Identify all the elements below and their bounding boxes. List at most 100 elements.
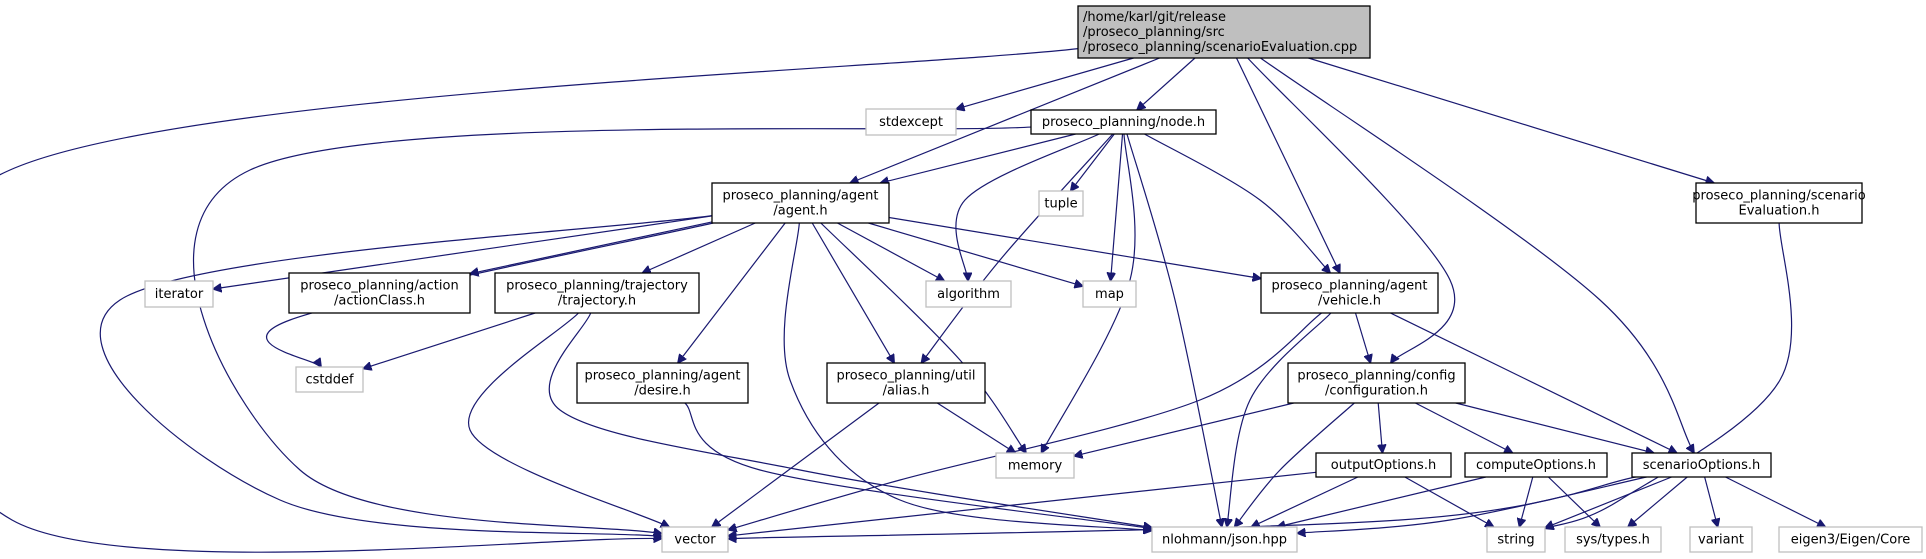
node-box-actionClass_h [288, 272, 471, 314]
node-label-trajectory_h-1: /trajectory.h [558, 294, 636, 309]
node-scenarioOptions_h[interactable]: scenarioOptions.h [1631, 452, 1772, 478]
edge-vehicle_h-to-vector [728, 312, 1322, 530]
edge-root-to-vector [0, 48, 1079, 553]
node-label-root-1: /proseco_planning/src [1083, 25, 1225, 40]
edge-node_h-to-vehicle_h [1144, 133, 1331, 273]
node-box-scenarioOptions_h [1631, 452, 1772, 478]
node-label-map-0: map [1095, 287, 1124, 302]
node-box-string [1486, 526, 1546, 553]
node-label-node_h-0: proseco_planning/node.h [1042, 115, 1205, 130]
node-box-outputOptions_h [1315, 452, 1452, 478]
node-label-scenarioEval_h-1: Evaluation.h [1739, 204, 1820, 219]
edge-vehicle_h-to-scenarioOptions_h [1390, 312, 1677, 453]
edge-root-to-scenarioEval_h [1308, 57, 1714, 183]
node-iterator: iterator [144, 280, 214, 308]
edge-root-to-stdexcept [956, 57, 1134, 109]
edge-agent_h-to-algorithm [837, 222, 944, 281]
edge-desire_h-to-json [684, 402, 1152, 529]
edge-computeOptions_h-to-string [1519, 476, 1534, 527]
edge-agent_h-to-actionClass_h [470, 221, 713, 274]
edge-scenarioOptions_h-to-eigen [1725, 476, 1826, 527]
node-outputOptions_h[interactable]: outputOptions.h [1315, 452, 1452, 478]
node-vehicle_h[interactable]: proseco_planning/agent/vehicle.h [1260, 272, 1439, 314]
node-label-memory-0: memory [1008, 459, 1063, 474]
node-box-cstddef [295, 366, 364, 393]
edge-vehicle_h-to-configuration_h [1354, 312, 1371, 363]
node-label-json-0: nlohmann/json.hpp [1162, 533, 1287, 548]
node-label-root-0: /home/karl/git/release [1083, 10, 1226, 25]
edge-node_h-to-tuple [1071, 133, 1115, 191]
node-box-node_h [1030, 109, 1217, 135]
node-box-iterator [144, 280, 214, 308]
node-trajectory_h[interactable]: proseco_planning/trajectory/trajectory.h [494, 272, 700, 314]
node-desire_h[interactable]: proseco_planning/agent/desire.h [576, 362, 749, 404]
edge-node_h-to-agent_h [880, 133, 1076, 183]
edge-root-to-vehicle_h [1235, 57, 1340, 273]
edge-root-to-node_h [1137, 57, 1196, 110]
edge-agent_h-to-vector [99, 215, 713, 537]
node-label-computeOptions_h-0: computeOptions.h [1476, 458, 1596, 473]
node-label-cstddef-0: cstddef [305, 373, 354, 388]
edge-scenarioOptions_h-to-systypes [1628, 476, 1688, 527]
edge-node_h-to-memory [1041, 133, 1136, 453]
node-box-stdexcept [865, 108, 957, 136]
node-algorithm: algorithm [925, 280, 1012, 308]
node-root[interactable]: /home/karl/git/release/proseco_planning/… [1077, 5, 1371, 59]
node-systypes: sys/types.h [1564, 526, 1662, 553]
node-box-map [1082, 280, 1137, 308]
node-label-trajectory_h-0: proseco_planning/trajectory [506, 279, 688, 294]
node-box-vehicle_h [1260, 272, 1439, 314]
edge-agent_h-to-alias_h [811, 222, 894, 363]
node-box-configuration_h [1287, 362, 1466, 404]
node-box-root [1077, 5, 1371, 59]
node-label-systypes-0: sys/types.h [1576, 533, 1650, 548]
edge-outputOptions_h-to-vector [728, 471, 1317, 536]
node-label-desire_h-1: /desire.h [634, 384, 690, 399]
node-label-alias_h-0: proseco_planning/util [837, 369, 976, 384]
edge-agent_h-to-desire_h [678, 222, 786, 363]
edge-scenarioOptions_h-to-json [1297, 476, 1647, 533]
edge-trajectory_h-to-cstddef [363, 312, 536, 369]
edge-alias_h-to-vector [712, 402, 880, 527]
edge-outputOptions_h-to-string [1404, 476, 1494, 527]
node-label-actionClass_h-1: /actionClass.h [334, 294, 425, 309]
node-scenarioEval_h[interactable]: proseco_planning/scenarioEvaluation.h [1692, 182, 1866, 224]
edge-trajectory_h-to-json [548, 312, 1152, 528]
node-label-variant-0: variant [1698, 533, 1744, 548]
node-label-iterator-0: iterator [155, 287, 204, 302]
node-tuple: tuple [1038, 190, 1084, 217]
edge-configuration_h-to-scenarioOptions_h [1455, 402, 1654, 453]
node-alias_h[interactable]: proseco_planning/util/alias.h [826, 362, 986, 404]
edge-computeOptions_h-to-systypes [1547, 476, 1600, 527]
node-memory: memory [995, 452, 1075, 479]
node-box-computeOptions_h [1464, 452, 1608, 478]
node-box-variant [1689, 526, 1753, 553]
edge-scenarioOptions_h-to-variant [1704, 476, 1718, 527]
node-label-stdexcept-0: stdexcept [879, 115, 943, 130]
node-actionClass_h[interactable]: proseco_planning/action/actionClass.h [288, 272, 471, 314]
node-agent_h[interactable]: proseco_planning/agent/agent.h [711, 182, 890, 224]
node-node_h[interactable]: proseco_planning/node.h [1030, 109, 1217, 135]
node-box-desire_h [576, 362, 749, 404]
node-box-memory [995, 452, 1075, 479]
edge-configuration_h-to-outputOptions_h [1378, 402, 1382, 453]
edge-computeOptions_h-to-json [1277, 476, 1486, 527]
node-label-algorithm-0: algorithm [937, 287, 1000, 302]
edge-scenarioEval_h-to-string [1545, 222, 1793, 528]
node-label-agent_h-1: /agent.h [773, 204, 827, 219]
edge-configuration_h-to-memory [1074, 402, 1294, 456]
node-string: string [1486, 526, 1546, 553]
node-computeOptions_h[interactable]: computeOptions.h [1464, 452, 1608, 478]
edge-configuration_h-to-computeOptions_h [1415, 402, 1512, 453]
edge-trajectory_h-to-vector [467, 312, 670, 527]
edge-outputOptions_h-to-json [1251, 476, 1359, 527]
node-cstddef: cstddef [295, 366, 364, 393]
node-eigen: eigen3/Eigen/Core [1778, 526, 1923, 553]
node-label-actionClass_h-0: proseco_planning/action [300, 279, 458, 294]
edge-configuration_h-to-json [1234, 402, 1355, 527]
node-label-vehicle_h-0: proseco_planning/agent [1272, 279, 1428, 294]
node-box-systypes [1564, 526, 1662, 553]
node-label-agent_h-0: proseco_planning/agent [723, 189, 879, 204]
edge-node_h-to-alias_h [921, 133, 1114, 363]
node-configuration_h[interactable]: proseco_planning/config/configuration.h [1287, 362, 1466, 404]
